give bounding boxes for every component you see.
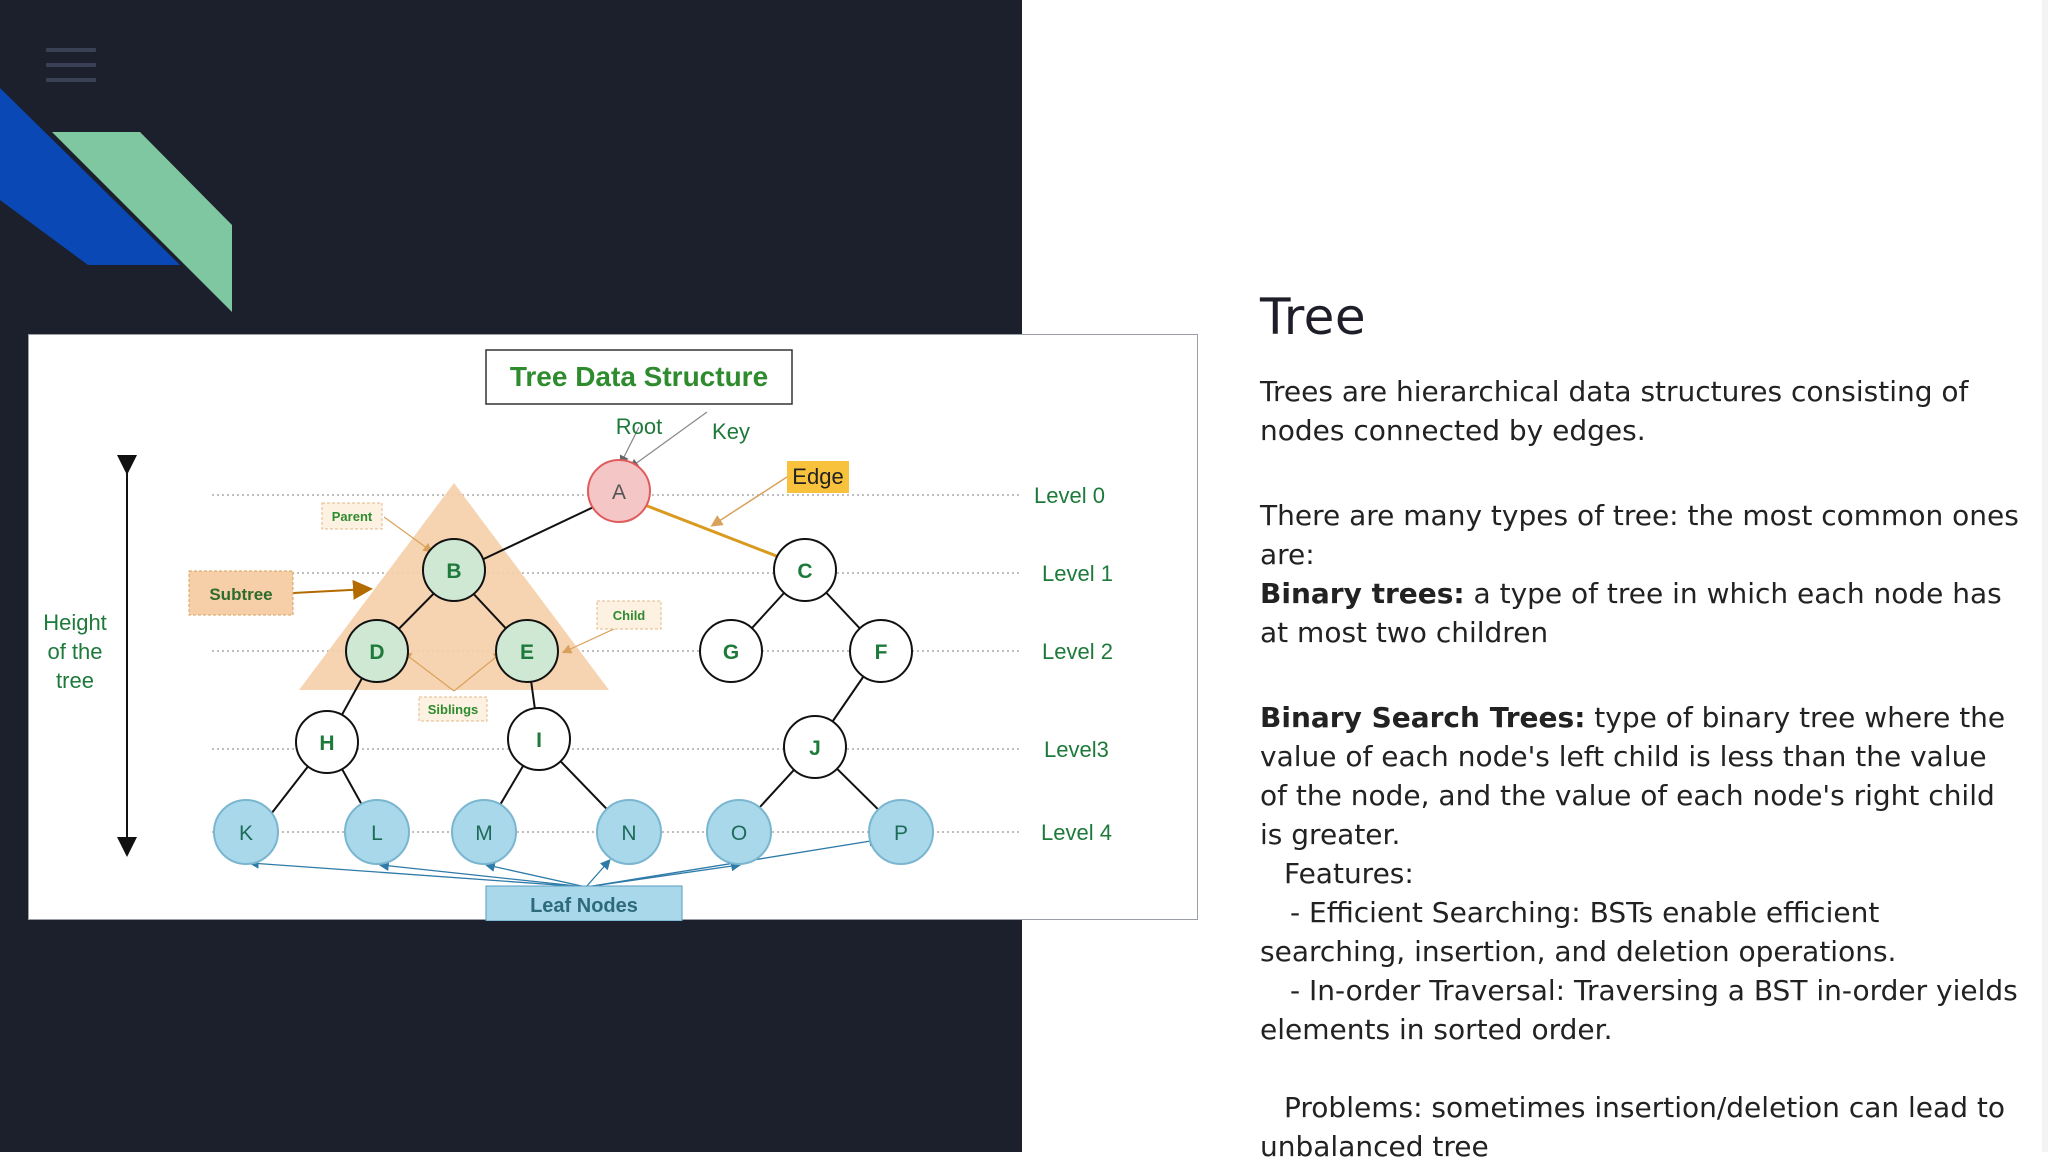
level-label: Level 4	[1041, 820, 1112, 845]
hamburger-menu-icon[interactable]	[46, 48, 96, 84]
node-label: G	[723, 641, 739, 664]
parent-label: Parent	[332, 509, 373, 524]
node-label: A	[612, 481, 626, 504]
level-label: Level3	[1044, 737, 1109, 762]
decorative-stripes	[0, 88, 232, 312]
page-title: Tree	[1260, 288, 1367, 346]
node-label: M	[475, 822, 493, 845]
bst-paragraph: Binary Search Trees: type of binary tree…	[1260, 698, 2020, 854]
edge-label: Edge	[792, 464, 843, 489]
leaf-nodes-label: Leaf Nodes	[530, 895, 638, 917]
node-label: F	[875, 641, 888, 664]
feature-text: - Efficient Searching: BSTs enable effic…	[1260, 896, 1897, 968]
features-label: Features:	[1284, 857, 1414, 890]
bst-term: Binary Search Trees:	[1260, 701, 1586, 734]
siblings-label: Siblings	[428, 702, 479, 717]
node-label: D	[369, 641, 384, 664]
diagram-title: Tree Data Structure	[510, 361, 768, 392]
height-label: of the	[47, 639, 102, 664]
node-label: J	[809, 737, 821, 760]
node-label: E	[520, 641, 534, 664]
node-label: N	[621, 822, 636, 845]
level-label: Level 2	[1042, 639, 1113, 664]
bst-desc: type of binary tree where the value of e…	[1260, 701, 2006, 851]
root-label: Root	[616, 414, 662, 439]
content-panel: Tree Trees are hierarchical data structu…	[1260, 0, 2020, 1163]
feature-item: - Efficient Searching: BSTs enable effic…	[1260, 893, 2020, 971]
binary-trees-term: Binary trees:	[1260, 577, 1465, 610]
problems-paragraph: Problems: sometimes insertion/deletion c…	[1260, 1088, 2020, 1166]
node-label: K	[239, 822, 253, 845]
node-label: P	[894, 822, 908, 845]
node-label: C	[797, 560, 812, 583]
node-label: I	[536, 729, 542, 752]
body-text: Trees are hierarchical data structures c…	[1260, 372, 2020, 1166]
types-intro: There are many types of tree: the most c…	[1260, 499, 2019, 571]
level-label: Level 0	[1034, 483, 1105, 508]
tree-diagram-image: Tree Data Structure Level 0 Level 1 Leve…	[28, 334, 1198, 921]
problems-text: Problems: sometimes insertion/deletion c…	[1260, 1091, 2005, 1163]
child-label: Child	[613, 608, 646, 623]
node-label: L	[371, 822, 383, 845]
feature-text: - In-order Traversal: Traversing a BST i…	[1260, 974, 2018, 1046]
height-label: tree	[56, 668, 94, 693]
binary-trees-desc: a type of tree in which each node has at…	[1260, 577, 2002, 649]
key-label: Key	[712, 419, 750, 444]
subtree-label: Subtree	[209, 585, 272, 604]
binary-trees-paragraph: Binary trees: a type of tree in which ea…	[1260, 574, 2020, 652]
node-label: O	[731, 822, 747, 845]
feature-item: - In-order Traversal: Traversing a BST i…	[1260, 971, 2020, 1049]
node-label: B	[446, 560, 461, 583]
level-label: Level 1	[1042, 561, 1113, 586]
intro-paragraph: Trees are hierarchical data structures c…	[1260, 375, 1969, 447]
height-label: Height	[43, 610, 107, 635]
node-label: H	[319, 732, 334, 755]
scrollbar-track[interactable]	[2042, 0, 2048, 1152]
